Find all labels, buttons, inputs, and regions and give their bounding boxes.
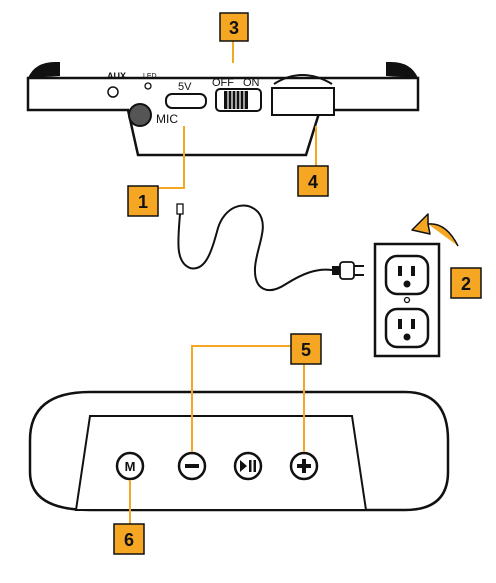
charging-cable — [176, 203, 364, 292]
minus-icon — [185, 464, 199, 468]
switch-on-label: ON — [243, 77, 260, 89]
plug-in-arrow-icon — [411, 213, 459, 247]
callout-3-badge — [219, 12, 249, 42]
control-strip — [74, 415, 368, 511]
usb-label: 5V — [178, 81, 192, 93]
power-switch-knob — [224, 91, 248, 109]
play-pause-button — [233, 451, 263, 481]
outlet-socket-top-icon — [384, 254, 430, 296]
mode-button-label: M — [125, 459, 136, 474]
callout-2-number: 2 — [461, 274, 471, 294]
aux-label: AUX — [107, 71, 126, 81]
callout-1-badge — [127, 185, 159, 217]
switch-off-label: OFF — [212, 77, 234, 89]
aux-jack — [107, 86, 119, 98]
outlet-screw — [403, 296, 411, 304]
led-label: LED — [143, 73, 157, 80]
cable-cord — [177, 204, 333, 292]
front-panel: M — [28, 390, 450, 512]
mic-label: MIC — [156, 112, 178, 126]
callout-5: 5 — [191, 333, 322, 452]
card-slot-arc — [273, 74, 333, 85]
outlet-socket-bottom-icon — [384, 307, 430, 349]
mic-icon — [128, 103, 152, 127]
callout-4: 4 — [297, 126, 329, 197]
play-pause-icon — [240, 460, 256, 472]
callout-6: 6 — [113, 480, 145, 555]
wall-outlet — [373, 213, 459, 358]
callout-4-number: 4 — [308, 172, 318, 192]
callout-2-badge — [450, 267, 482, 299]
panel-right-corner — [386, 62, 418, 78]
callout-3: 3 — [219, 12, 249, 63]
callout-1-leader — [158, 126, 185, 189]
callout-5-badge — [290, 333, 322, 365]
callout-4-badge — [297, 165, 329, 197]
usb-port — [165, 93, 207, 109]
callout-5-leader-left — [191, 345, 291, 452]
led-indicator — [144, 82, 152, 90]
rear-panel: AUX LED MIC 5V OFF ON — [26, 62, 420, 157]
callout-1-number: 1 — [138, 192, 148, 212]
callout-1: 1 — [127, 126, 185, 217]
card-slot — [271, 87, 335, 116]
panel-left-corner — [28, 62, 60, 78]
callout-6-number: 6 — [124, 530, 134, 550]
mode-button: M — [115, 451, 145, 481]
callout-6-badge — [113, 523, 145, 555]
callout-2: 2 — [450, 267, 482, 299]
callout-5-number: 5 — [301, 340, 311, 360]
plus-icon — [297, 459, 311, 473]
volume-down-button — [177, 451, 207, 481]
volume-up-button — [289, 451, 319, 481]
usb-connector-icon — [176, 203, 184, 215]
callout-3-number: 3 — [229, 18, 239, 38]
power-plug-icon — [332, 261, 364, 280]
